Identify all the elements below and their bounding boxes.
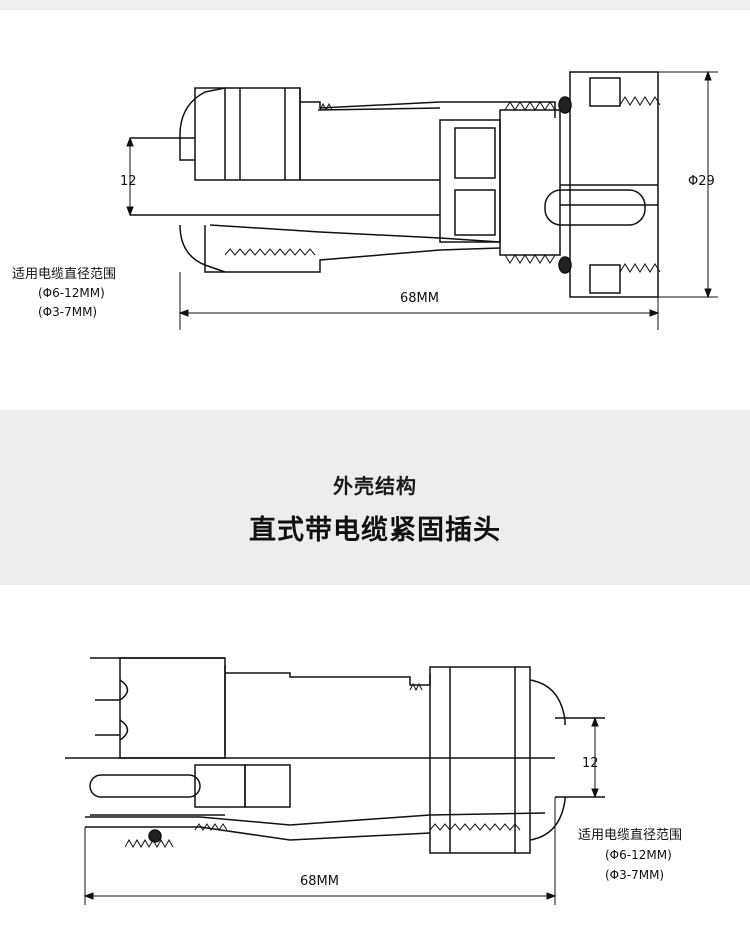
dim-length-label-bottom: 68MM xyxy=(300,874,339,889)
thread-teeth-top xyxy=(224,96,661,273)
cable-range-1-top: (Φ6-12MM) xyxy=(38,286,105,300)
dim-cable-label-top: 12 xyxy=(120,174,137,189)
banner-subtitle: 外壳结构 xyxy=(333,474,417,498)
cable-range-2-bottom: (Φ3-7MM) xyxy=(605,868,664,882)
dimension-length-bottom xyxy=(83,797,557,905)
connector-outline-top xyxy=(130,71,659,298)
cable-range-1-bottom: (Φ6-12MM) xyxy=(605,848,672,862)
connector-outline-bottom xyxy=(65,657,605,854)
dimension-length-top xyxy=(178,272,660,330)
dim-length-label-top: 68MM xyxy=(400,291,439,306)
dimension-diameter-top xyxy=(658,70,718,299)
top-strip xyxy=(0,0,750,10)
banner-title: 直式带电缆紧固插头 xyxy=(249,515,501,546)
cable-range-2-top: (Φ3-7MM) xyxy=(38,305,97,319)
cable-range-label-top: 适用电缆直径范围 xyxy=(12,266,116,282)
dim-diameter-label-top: Φ29 xyxy=(688,174,715,189)
dimension-cable-top xyxy=(126,136,134,217)
bottom-drawing: 12 68MM 适用电缆直径范围 (Φ6-12MM) (Φ3-7MM) xyxy=(65,657,682,905)
dimension-cable-bottom xyxy=(591,716,599,799)
section-banner xyxy=(0,410,750,585)
top-drawing: 12 Φ29 68MM 适用电缆直径范围 (Φ6-12MM) (Φ3-7MM) xyxy=(12,70,718,330)
thread-teeth-bottom xyxy=(124,682,521,849)
cable-range-label-bottom: 适用电缆直径范围 xyxy=(578,827,682,843)
dim-cable-label-bottom: 12 xyxy=(582,756,599,771)
